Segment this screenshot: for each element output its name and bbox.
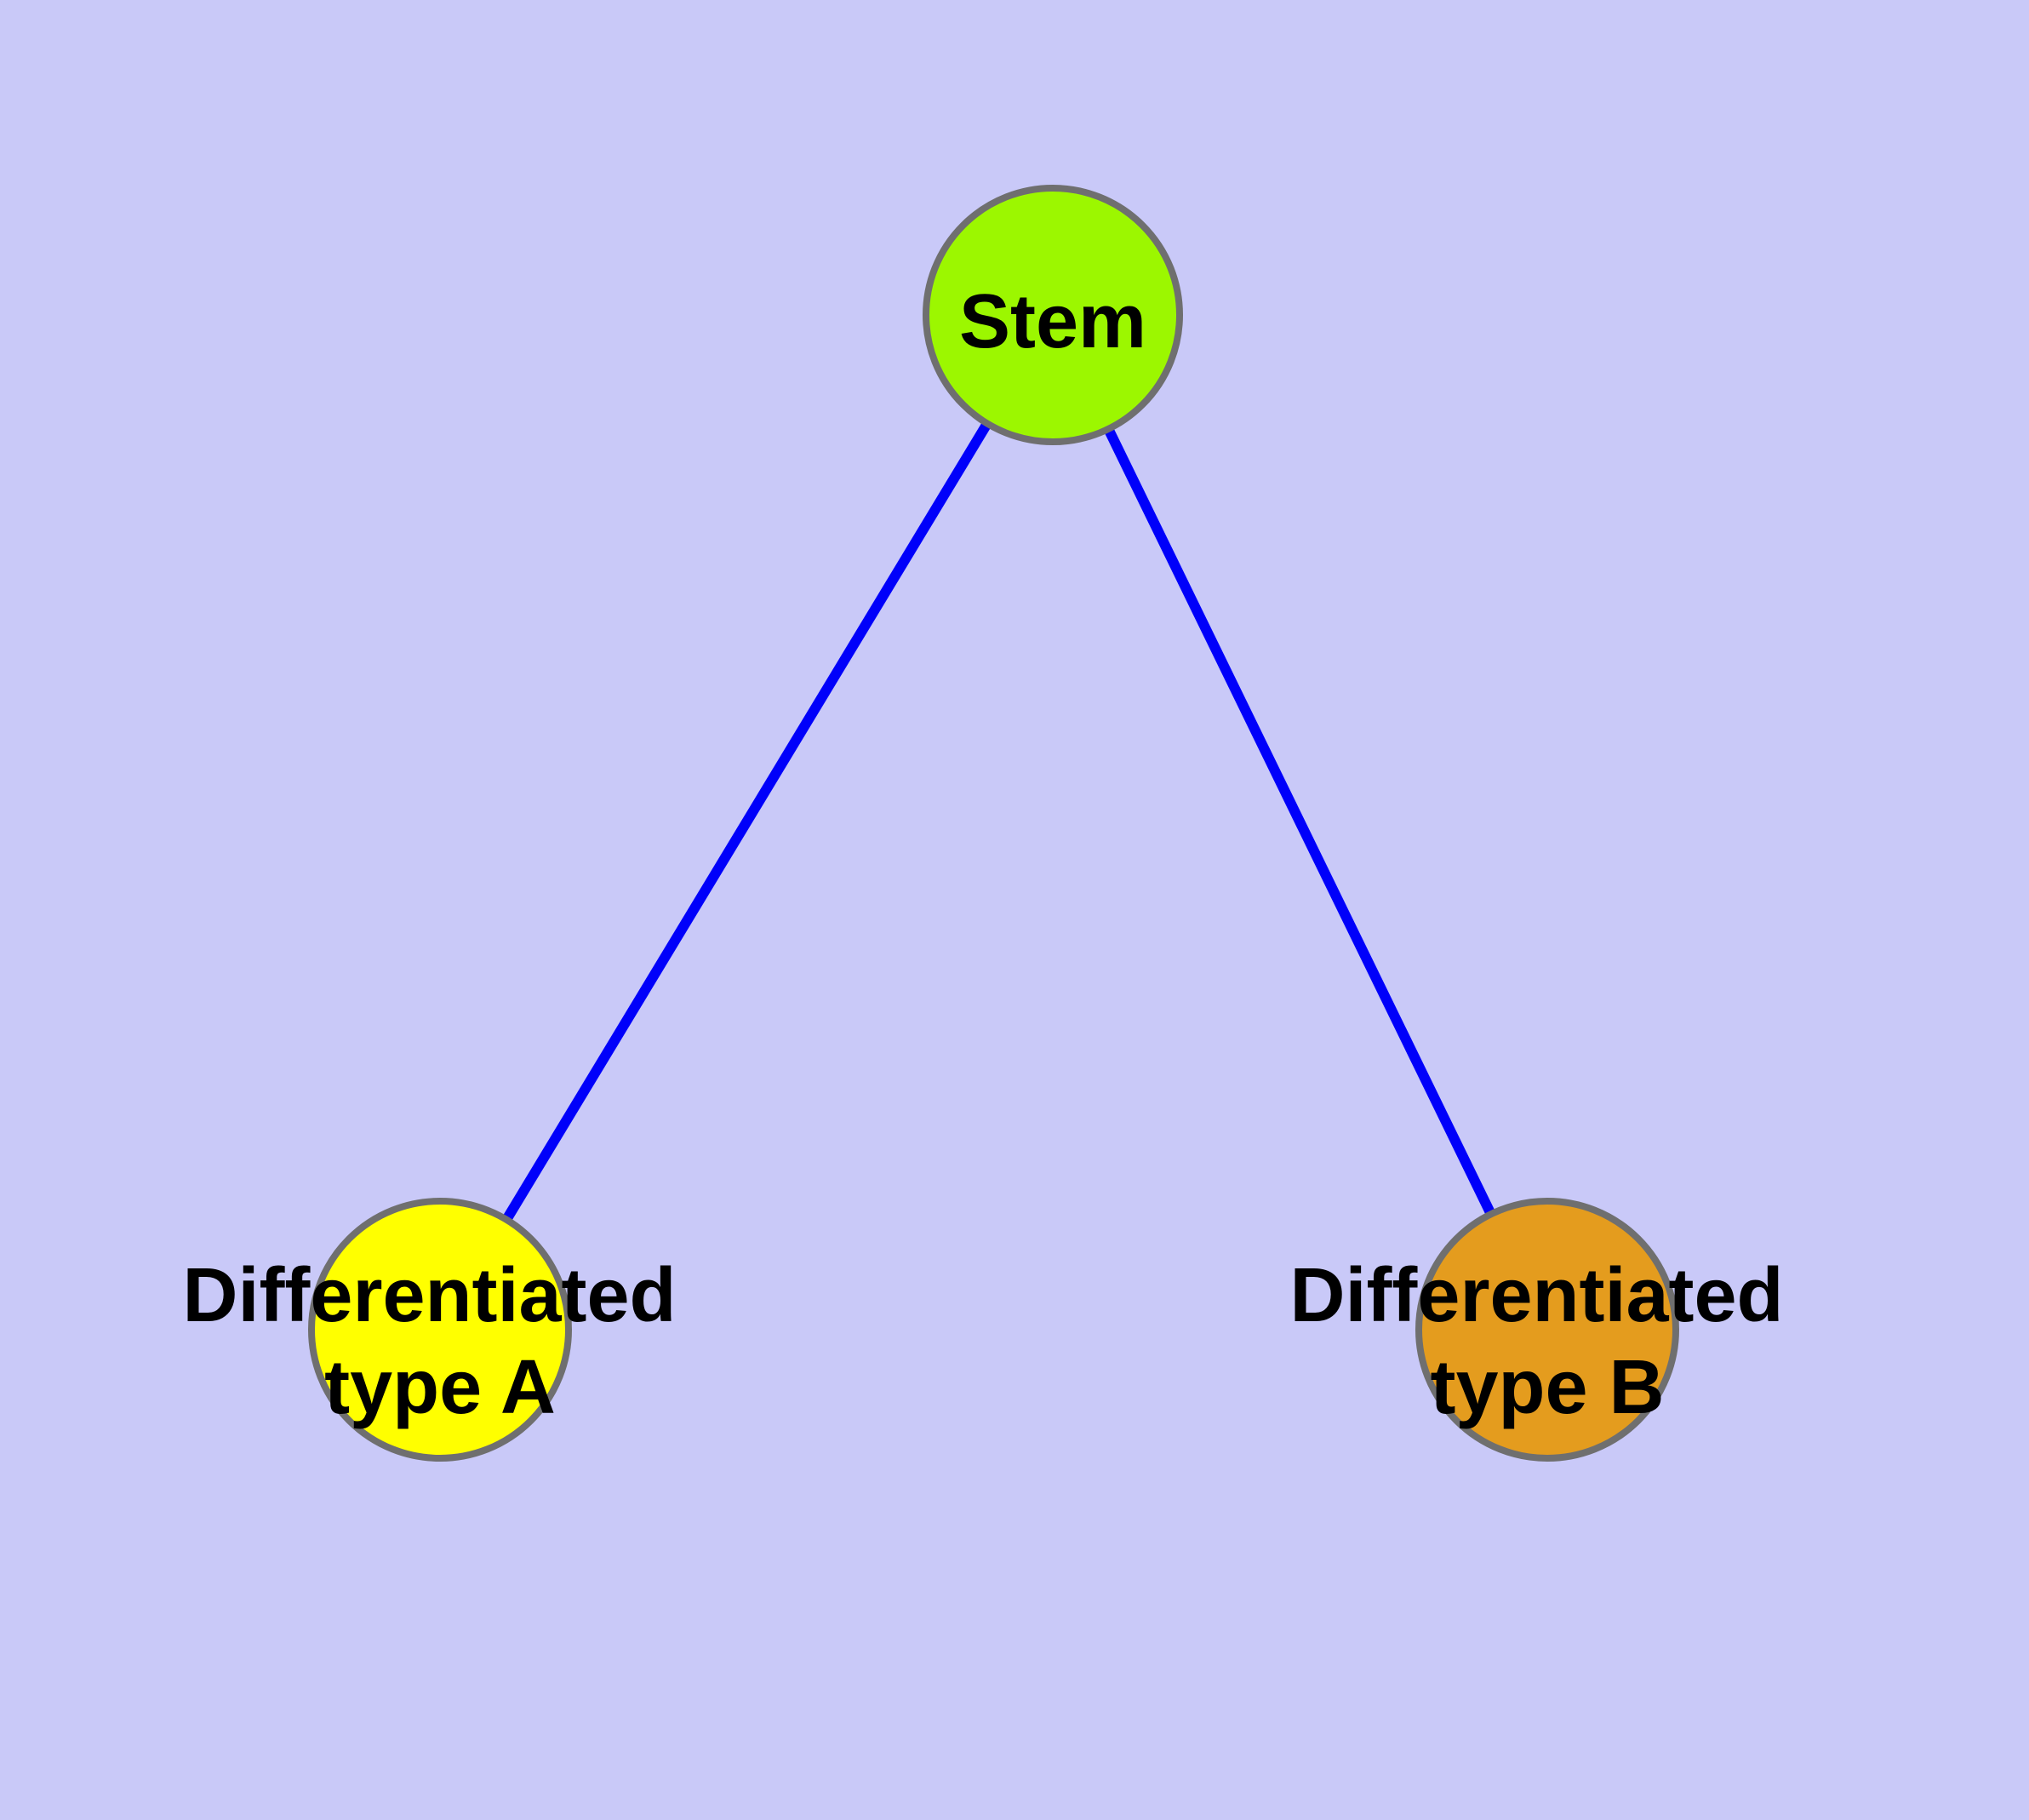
- node-differentiated-type-a: [308, 1198, 572, 1462]
- node-label-type-b-line-1: Differentiated: [1289, 1253, 1783, 1338]
- node-stem: [923, 185, 1183, 445]
- node-label-type-a-line-1: Differentiated: [182, 1253, 676, 1338]
- node-label-differentiated-type-a: Differentiated type A: [182, 1253, 697, 1430]
- edge-stem-to-type-a: [435, 312, 1058, 1333]
- node-label-stem: Stem: [959, 279, 1146, 364]
- node-label-differentiated-type-b: Differentiated type B: [1289, 1253, 1804, 1430]
- node-differentiated-type-b: [1415, 1198, 1679, 1462]
- node-label-stem-line-1: Stem: [959, 279, 1146, 364]
- node-label-type-a-line-2: type A: [324, 1345, 556, 1430]
- node-label-type-b-line-2: type B: [1430, 1345, 1664, 1430]
- edge-stem-to-type-b: [1048, 312, 1552, 1332]
